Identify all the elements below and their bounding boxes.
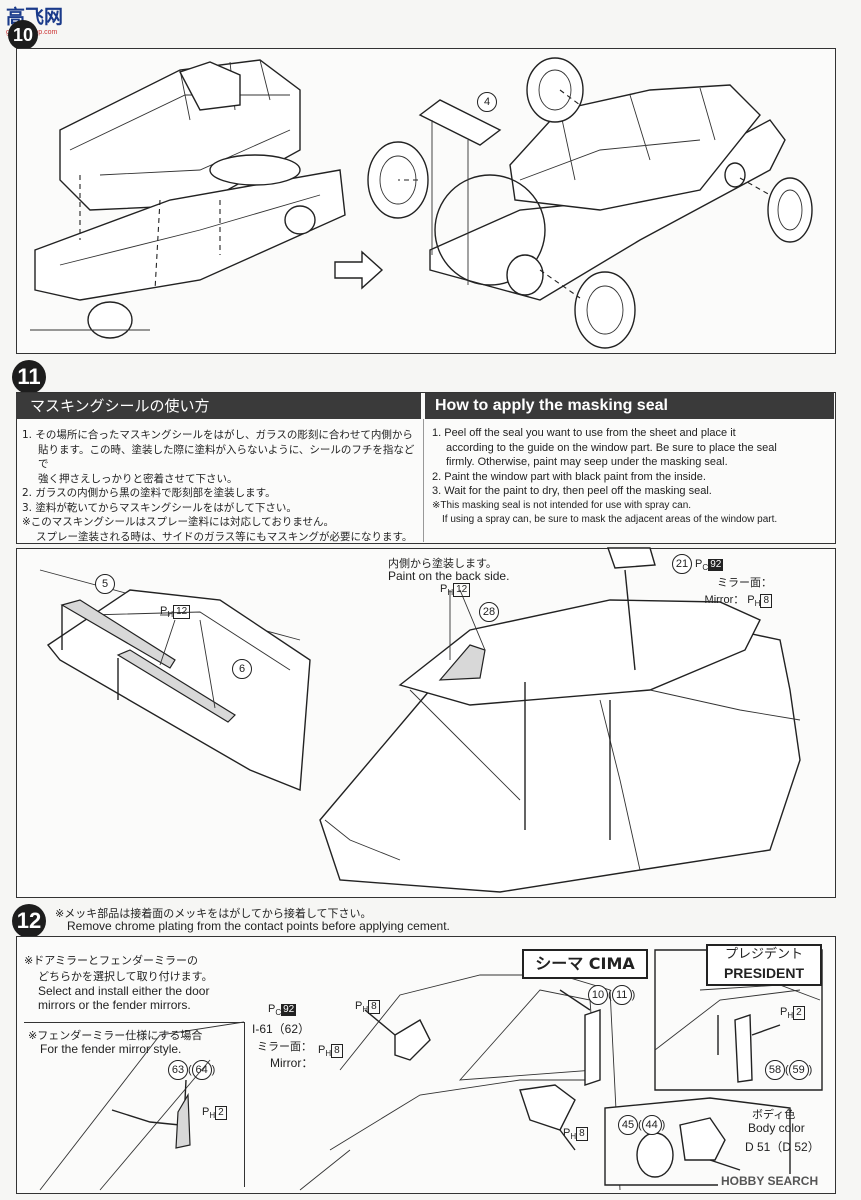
step-10-number: 10 [8,20,38,50]
instruction-jp-line: 2. ガラスの内側から黒の塗料で彫刻部を塗装します。 [22,487,276,499]
chrome-note-en: Remove chrome plating from the contact p… [67,919,450,933]
parts-10-11-label: 10(11) [588,985,635,1005]
instruction-en-line: 1. Peel off the seal you want to use fro… [432,427,736,439]
fender-mirror-box [24,1022,245,1187]
president-label: プレジデント PRESIDENT [706,944,822,986]
chrome-note-jp: ※メッキ部品は接着面のメッキをはがしてから接着して下さい。 [55,907,372,920]
instructions-jp: 1. その場所に合ったマスキングシールをはがし、ガラスの彫刻に合わせて内側から … [22,428,422,544]
parts-45-44-label: 45(44) [618,1115,665,1135]
instruction-en-line: If using a spray can, be sure to mask th… [442,514,778,525]
part-4-label: 4 [477,92,497,112]
president-en: PRESIDENT [723,965,805,981]
step-12-number: 12 [12,904,46,938]
cima-label: シーマ CIMA [522,949,648,979]
fender-box-jp: ※フェンダーミラー仕様にする場合 [28,1029,203,1042]
parts-58-59-label: 58(59) [765,1060,812,1080]
instruction-en-line: according to the guide on the window par… [446,441,777,454]
part-28-label: 28 [479,602,499,622]
instruction-jp-line: 3. 塗料が乾いてからマスキングシールをはがして下さい。 [22,501,297,514]
mirror-face-en: Mirror： [270,1056,314,1070]
instruction-en-line: 3. Wait for the paint to dry, then peel … [432,485,712,497]
step-11-header-jp: マスキングシールの使い方 [16,393,421,419]
step-11-header-en: How to apply the masking seal [425,393,834,419]
back-side-label-en: Paint on the back side. [388,569,510,583]
instruction-en-line: firmly. Otherwise, paint may seep under … [446,456,728,468]
instruction-jp-line: ※このマスキングシールはスプレー塗料には対応しておりません。 [22,516,335,528]
select-note: ※ドアミラーとフェンダーミラーの どちらかを選択して取り付けます。 Select… [24,954,213,1012]
instruction-jp-line: 1. その場所に合ったマスキングシールをはがし、ガラスの彫刻に合わせて内側から [22,429,413,441]
parts-61-62-label: I-61（62） [252,1022,311,1036]
step-11-number: 11 [12,360,46,394]
body-color-jp: ボディ色 [752,1108,796,1121]
back-side-label-jp: 内側から塗装します。 [388,557,497,570]
instruction-jp-line: スプレー塗装される時は、サイドのガラス等にもマスキングが必要になります。 [36,530,413,543]
body-color-en: Body color [748,1121,805,1135]
mirror-face-jp: ミラー面： [257,1040,312,1053]
instruction-jp-line: 強く押さえしっかりと密着させて下さい。 [38,472,238,485]
instruction-en-line: ※This masking seal is not intended for u… [432,499,692,511]
vertical-divider [423,419,424,542]
part-6-label: 6 [232,659,252,679]
president-jp: プレジデント [724,947,803,962]
watermark-bottom: HOBBY SEARCH [718,1174,822,1188]
instructions-en: 1. Peel off the seal you want to use fro… [432,426,832,528]
instruction-jp-line: 貼ります。この時、塗装した際に塗料が入らないように、シールのフチを指などで [38,443,415,471]
parts-d51-d52-label: D 51（D 52） [745,1140,820,1154]
part-5-label: 5 [95,574,115,594]
instruction-en-line: 2. Paint the window part with black pain… [432,470,706,483]
